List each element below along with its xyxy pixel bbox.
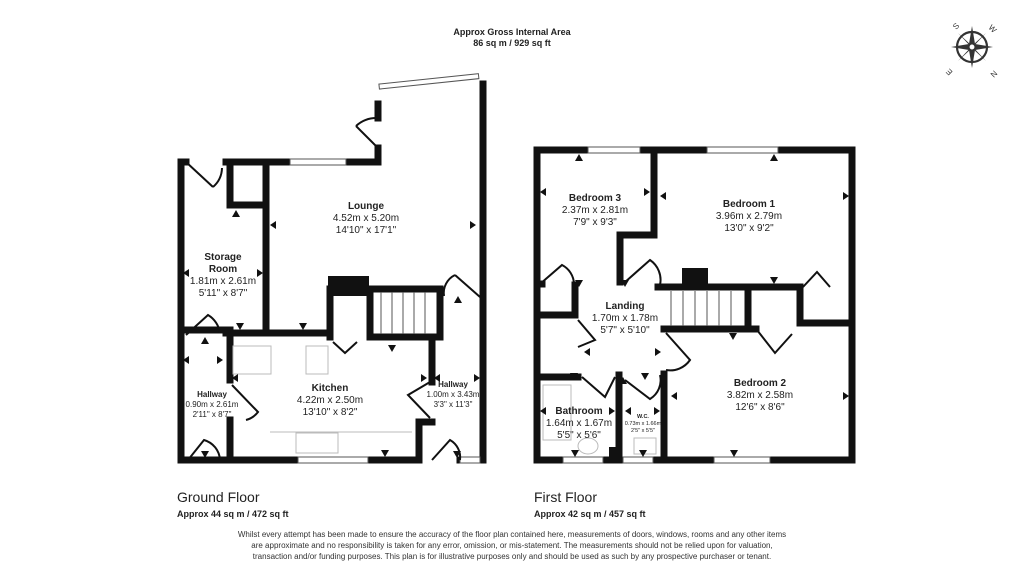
room-imperial: 5'5" x 5'6" [557, 430, 601, 441]
room-metric: 2.37m x 2.81m [561, 205, 629, 216]
room-storage: Storage Room 1.81m x 2.61m 5'11" x 8'7" [190, 252, 256, 300]
svg-text:N: N [988, 69, 999, 80]
room-imperial: 13'10" x 8'2" [302, 407, 358, 418]
room-imperial: 3'3" x 11'3" [433, 400, 473, 409]
room-imperial: 2'11" x 8'7" [192, 410, 232, 419]
room-lounge: Lounge 4.52m x 5.20m 14'10" x 17'1" [333, 201, 399, 237]
room-metric: 0.73m x 1.66m [624, 421, 662, 427]
room-metric: 0.90m x 2.61m [185, 400, 239, 409]
room-name: Landing [605, 301, 645, 312]
room-metric: 1.00m x 3.43m [426, 390, 480, 399]
room-name: Lounge [347, 201, 385, 212]
compass-rose-icon: S W E N [944, 14, 1020, 84]
svg-text:S: S [951, 21, 961, 31]
room-metric: 3.96m x 2.79m [715, 211, 783, 222]
room-name: W.C. [637, 414, 649, 420]
room-hallway-left: Hallway 0.90m x 2.61m 2'11" x 8'7" [186, 390, 239, 420]
room-name: Bedroom 3 [568, 193, 622, 204]
room-bedroom-1: Bedroom 1 3.96m x 2.79m 13'0" x 9'2" [716, 199, 782, 235]
room-name: Bedroom 2 [733, 378, 787, 389]
room-bathroom: Bathroom 1.64m x 1.67m 5'5" x 5'6" [546, 406, 612, 442]
room-name-line1: Storage [204, 252, 242, 263]
room-name-line2: Room [208, 264, 238, 275]
room-bedroom-3: Bedroom 3 2.37m x 2.81m 7'9" x 9'3" [562, 193, 628, 229]
gross-area-title: Approx Gross Internal Area [453, 27, 571, 37]
room-kitchen: Kitchen 4.22m x 2.50m 13'10" x 8'2" [297, 383, 363, 419]
room-metric: 4.22m x 2.50m [296, 395, 364, 406]
room-imperial: 2'5" x 5'5" [630, 428, 656, 434]
room-metric: 1.81m x 2.61m [189, 276, 257, 287]
room-metric: 4.52m x 5.20m [332, 213, 400, 224]
room-imperial: 13'0" x 9'2" [724, 223, 774, 234]
room-imperial: 5'7" x 5'10" [600, 325, 650, 336]
room-wc: W.C. 0.73m x 1.66m 2'5" x 5'5" [625, 414, 661, 435]
room-metric: 1.64m x 1.67m [545, 418, 613, 429]
room-imperial: 7'9" x 9'3" [573, 217, 617, 228]
room-imperial: 5'11" x 8'7" [198, 288, 248, 299]
room-name: Bedroom 1 [722, 199, 776, 210]
room-name: Kitchen [311, 383, 349, 394]
room-metric: 3.82m x 2.58m [726, 390, 794, 401]
room-imperial: 12'6" x 8'6" [735, 402, 785, 413]
disclaimer-text: Whilst every attempt has been made to en… [237, 530, 787, 561]
gross-area-value: 86 sq m / 929 sq ft [473, 38, 551, 48]
ground-floor-title: Ground Floor [177, 489, 260, 505]
room-hallway-right: Hallway 1.00m x 3.43m 3'3" x 11'3" [427, 380, 480, 410]
first-floor-area: Approx 42 sq m / 457 sq ft [534, 509, 646, 519]
room-landing: Landing 1.70m x 1.78m 5'7" x 5'10" [592, 301, 658, 337]
room-metric: 1.70m x 1.78m [591, 313, 659, 324]
ground-floor-area: Approx 44 sq m / 472 sq ft [177, 509, 289, 519]
room-imperial: 14'10" x 17'1" [335, 225, 397, 236]
room-bedroom-2: Bedroom 2 3.82m x 2.58m 12'6" x 8'6" [727, 378, 793, 414]
room-name: Hallway [438, 380, 468, 389]
room-name: Hallway [197, 390, 227, 399]
gross-area-header: Approx Gross Internal Area 86 sq m / 929… [0, 27, 1024, 49]
first-floor-caption: First Floor Approx 42 sq m / 457 sq ft [534, 489, 646, 519]
ground-floor-caption: Ground Floor Approx 44 sq m / 472 sq ft [177, 489, 289, 519]
first-floor-title: First Floor [534, 489, 597, 505]
svg-text:E: E [944, 67, 954, 77]
room-name: Bathroom [555, 406, 603, 417]
